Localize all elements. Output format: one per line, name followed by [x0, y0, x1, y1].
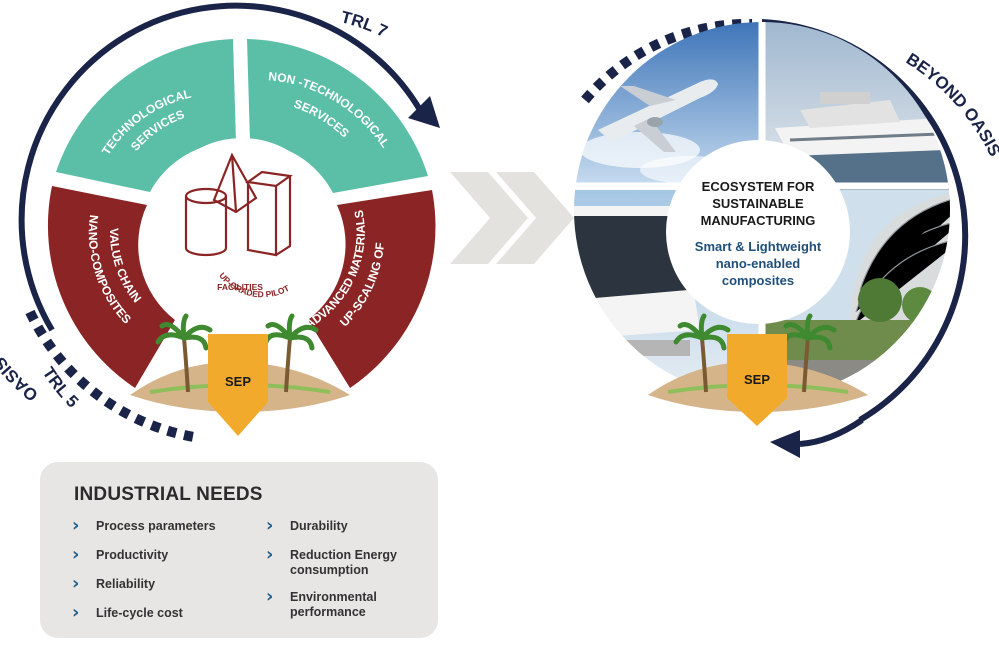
ecosystem-center-circle	[666, 140, 850, 324]
chevron-arrow-icon	[450, 172, 528, 264]
sep-oasis-right: SEP	[648, 313, 868, 426]
need-label-continued: consumption	[290, 563, 369, 577]
industrial-needs-title: INDUSTRIAL NEEDS	[74, 484, 263, 505]
need-item: › Productivity	[68, 544, 216, 565]
ecosystem-title-line-1: ECOSYSTEM FOR	[702, 179, 815, 194]
palm-tree-icon	[781, 313, 837, 393]
oasis-timeline-cycle: OASIS TIMELINE TRL 7 TRL 5 TECHNOLOGICAL…	[0, 2, 440, 443]
need-label: Reliability	[96, 577, 156, 591]
need-label: Process parameters	[96, 519, 216, 533]
pilot-facilities-label-2: FACILITIES	[217, 282, 263, 292]
chevron-right-icon: ›	[72, 602, 80, 623]
sep-oasis-left: SEP	[130, 313, 350, 436]
transition-chevrons	[450, 172, 574, 264]
industrial-needs-panel: INDUSTRIAL NEEDS › Process parameters › …	[40, 462, 438, 638]
need-item: › Reliability	[68, 573, 216, 594]
sep-label-right: SEP	[744, 372, 770, 387]
chevron-right-icon: ›	[266, 544, 274, 565]
need-label: Life-cycle cost	[96, 606, 183, 620]
chevron-right-icon: ›	[266, 515, 274, 536]
ecosystem-subtitle-line-2: nano-enabled	[716, 256, 801, 271]
need-label: Durability	[290, 519, 348, 533]
need-label-continued: performance	[290, 605, 366, 619]
sep-shield	[208, 334, 268, 436]
ecosystem-subtitle-line-3: composites	[722, 273, 794, 288]
nano-composites-segment	[47, 186, 175, 388]
technological-services-segment	[56, 39, 236, 192]
ecosystem-subtitle-line-1: Smart & Lightweight	[695, 239, 822, 254]
sep-label-left: SEP	[225, 374, 251, 389]
need-label: Productivity	[96, 548, 169, 562]
pilot-facilities-shapes-icon	[184, 152, 293, 257]
oasis-timeline-arc	[18, 2, 423, 332]
sep-shield	[727, 334, 787, 426]
non-technological-services-segment	[247, 39, 428, 193]
palm-tree-icon	[673, 313, 731, 393]
timeline-arrow-head	[408, 96, 440, 128]
need-item: › Process parameters	[68, 515, 216, 536]
palm-tree-icon	[263, 313, 319, 393]
beyond-oasis-cycle: BEYOND OASIS	[574, 18, 999, 458]
need-item: › Life-cycle cost	[68, 602, 216, 623]
need-label: Reduction Energy	[290, 548, 397, 562]
industrial-needs-left-list: › Process parameters › Productivity › Re…	[68, 515, 216, 635]
need-item: › Durability	[262, 515, 397, 536]
need-item: › Reduction Energy consumption	[262, 544, 397, 578]
beyond-dashed-arc	[581, 18, 753, 104]
upscaling-segment	[308, 190, 436, 388]
ecosystem-title-line-3: MANUFACTURING	[701, 213, 816, 228]
chevron-right-icon: ›	[72, 515, 80, 536]
need-label: Environmental	[290, 590, 377, 604]
chevron-right-icon: ›	[266, 586, 274, 607]
chevron-right-icon: ›	[72, 573, 80, 594]
beyond-arrow-head	[770, 430, 800, 458]
industrial-needs-right-list: › Durability › Reduction Energy consumpt…	[262, 515, 397, 632]
chevron-right-icon: ›	[72, 544, 80, 565]
palm-tree-icon	[155, 313, 213, 393]
chevron-arrow-icon	[496, 172, 574, 264]
trl-dashed-arc	[25, 309, 201, 443]
ecosystem-title-line-2: SUSTAINABLE	[712, 196, 804, 211]
need-item: › Environmental performance	[262, 586, 397, 620]
